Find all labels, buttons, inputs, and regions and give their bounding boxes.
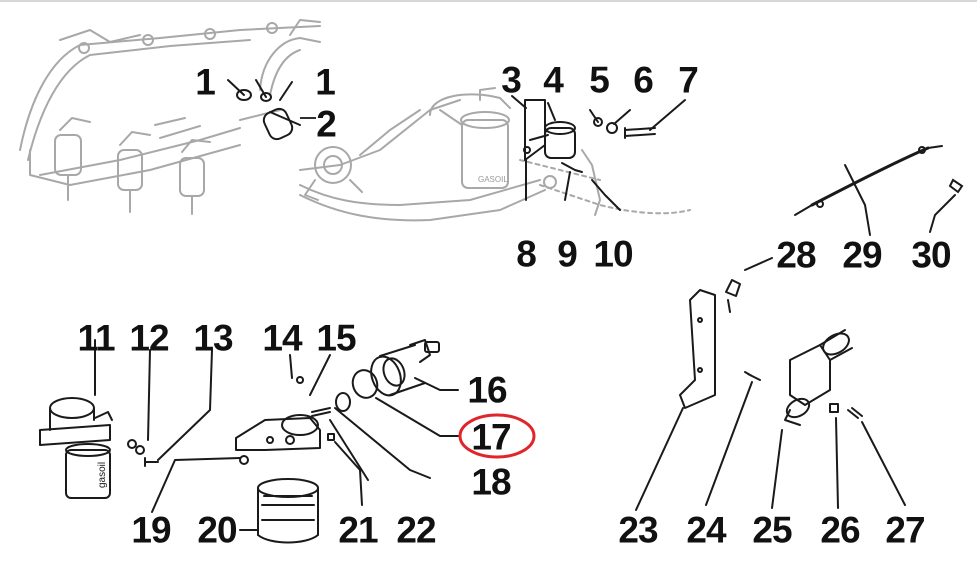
label-part-23: 23 (618, 509, 658, 551)
label-part-9: 9 (557, 233, 578, 275)
part-1-2-drawing (227, 79, 301, 141)
stop-solenoid-assembly-drawing (635, 257, 906, 511)
label-part-29: 29 (842, 234, 882, 276)
label-part-7: 7 (678, 59, 699, 101)
label-part-1-second: 1 (315, 61, 336, 103)
label-part-2: 2 (316, 103, 337, 145)
label-part-16: 16 (467, 369, 507, 411)
label-part-3: 3 (501, 59, 522, 101)
label-part-8: 8 (516, 233, 537, 275)
part-29-30-drawing (794, 145, 964, 236)
highlight-circle (458, 413, 536, 459)
label-part-12: 12 (129, 317, 169, 359)
label-part-25: 25 (752, 509, 792, 551)
label-part-28: 28 (776, 234, 816, 276)
label-part-30: 30 (911, 234, 951, 276)
label-part-15: 15 (316, 317, 356, 359)
label-part-27: 27 (885, 509, 925, 551)
label-part-22: 22 (396, 509, 436, 551)
label-part-19: 19 (131, 509, 171, 551)
label-part-18: 18 (471, 461, 511, 503)
label-part-13: 13 (193, 317, 233, 359)
gasoil-stamp-top: GASOIL (478, 175, 508, 184)
label-part-24: 24 (686, 509, 726, 551)
label-part-11: 11 (77, 317, 115, 359)
label-part-10: 10 (593, 233, 633, 275)
faded-engine-assembly (19, 19, 691, 222)
label-part-26: 26 (820, 509, 860, 551)
gasoil-stamp-filter: gasoil (97, 462, 108, 488)
fuel-filter-assembly-drawing (39, 339, 249, 513)
label-part-14: 14 (262, 317, 302, 359)
part-3-10-drawing (511, 95, 686, 211)
label-part-17: 17 (471, 416, 511, 458)
label-part-5: 5 (589, 59, 610, 101)
label-part-20: 20 (197, 509, 237, 551)
label-part-1: 1 (195, 61, 216, 103)
label-part-4: 4 (543, 59, 564, 101)
filter-head-drawing (235, 354, 431, 544)
filter-cartridge-16-17-drawing (351, 339, 459, 437)
label-part-6: 6 (633, 59, 654, 101)
top-border (0, 0, 977, 2)
label-part-21: 21 (338, 509, 378, 551)
